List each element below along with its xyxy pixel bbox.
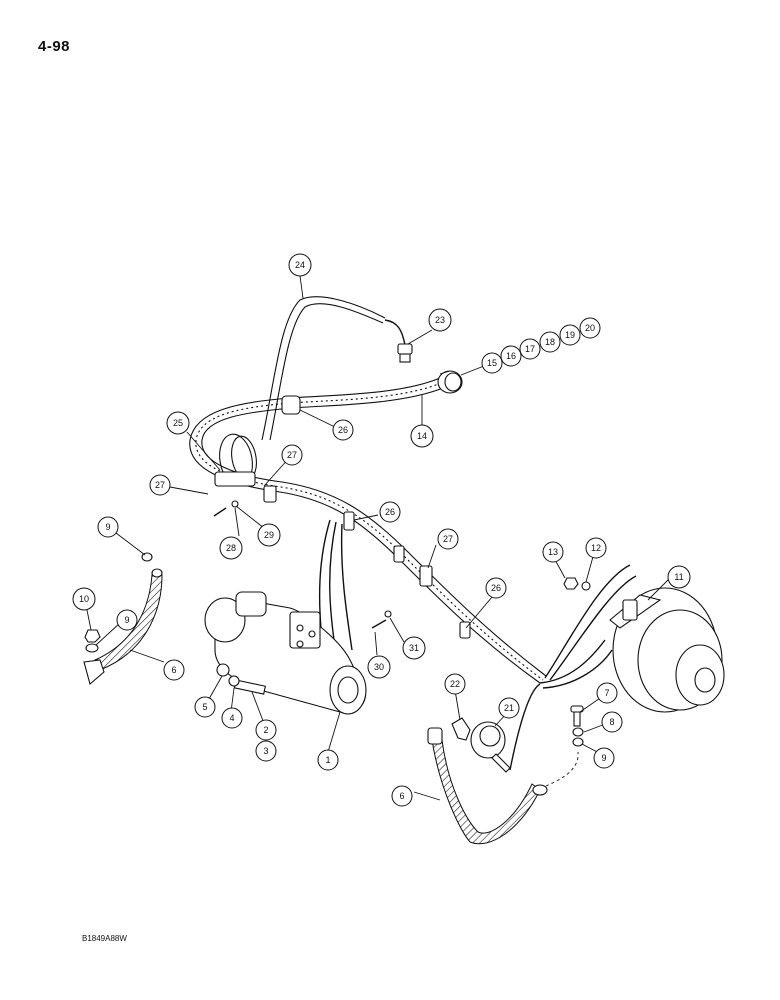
ground-strap-lower — [427, 727, 579, 845]
svg-text:20: 20 — [585, 323, 595, 333]
strap-hardware-left — [84, 552, 153, 653]
callout-27c: 27 — [437, 528, 459, 550]
callout-29: 29 — [257, 523, 281, 547]
harness-fasteners — [213, 500, 392, 629]
svg-text:29: 29 — [264, 530, 274, 540]
callout-28: 28 — [219, 536, 243, 560]
callout-13: 13 — [542, 541, 564, 563]
svg-text:19: 19 — [565, 330, 575, 340]
svg-text:27: 27 — [155, 480, 165, 490]
svg-text:7: 7 — [604, 688, 609, 698]
ground-strap-upper — [83, 568, 163, 685]
pressure-sender — [470, 683, 541, 773]
svg-text:25: 25 — [173, 418, 183, 428]
svg-text:9: 9 — [124, 615, 129, 625]
svg-text:11: 11 — [674, 572, 683, 582]
svg-text:21: 21 — [504, 703, 514, 713]
svg-text:24: 24 — [295, 260, 305, 270]
callout-27a: 27 — [281, 444, 303, 466]
svg-text:6: 6 — [171, 665, 176, 675]
svg-text:1: 1 — [325, 755, 330, 765]
drawing-code: B1849A88W — [82, 934, 127, 943]
harness-loop — [214, 433, 257, 487]
callout-4: 4 — [221, 707, 243, 729]
callout-10: 10 — [72, 587, 96, 611]
callout-7: 7 — [596, 682, 618, 704]
svg-text:2: 2 — [263, 725, 268, 735]
callout-8: 8 — [601, 711, 623, 733]
svg-text:3: 3 — [263, 746, 268, 756]
alternator — [609, 587, 725, 713]
harness-clips — [263, 395, 471, 639]
callout-16: 16 — [500, 345, 522, 367]
starter-bolt — [216, 663, 266, 695]
svg-text:12: 12 — [591, 543, 601, 553]
svg-text:27: 27 — [287, 450, 297, 460]
svg-text:14: 14 — [417, 431, 427, 441]
svg-text:18: 18 — [545, 337, 555, 347]
callout-25: 25 — [166, 411, 190, 435]
callout-27b: 27 — [149, 474, 171, 496]
callout-18: 18 — [539, 331, 561, 353]
svg-text:28: 28 — [226, 543, 236, 553]
callout-26a: 26 — [332, 419, 354, 441]
callout-9a: 9 — [97, 516, 119, 538]
sender-switch — [397, 343, 413, 363]
callout-21: 21 — [498, 697, 520, 719]
page-number: 4-98 — [38, 38, 71, 55]
svg-text:26: 26 — [338, 425, 348, 435]
callout-2: 2 — [255, 719, 277, 741]
callout-20: 20 — [579, 317, 601, 339]
alternator-hardware — [563, 577, 591, 747]
elbow-fitting — [451, 717, 471, 741]
svg-text:8: 8 — [609, 717, 614, 727]
svg-text:5: 5 — [202, 702, 207, 712]
harness-connector — [437, 370, 463, 394]
callout-12: 12 — [585, 537, 607, 559]
svg-text:15: 15 — [487, 358, 497, 368]
svg-text:27: 27 — [443, 534, 453, 544]
starter-motor — [204, 591, 367, 715]
svg-text:13: 13 — [548, 547, 558, 557]
callout-9b: 9 — [116, 609, 138, 631]
svg-text:26: 26 — [385, 507, 395, 517]
callout-5: 5 — [194, 696, 216, 718]
callout-23: 23 — [428, 308, 452, 332]
callout-11: 11 — [667, 565, 691, 589]
callout-17: 17 — [519, 338, 541, 360]
svg-text:30: 30 — [374, 662, 384, 672]
svg-text:9: 9 — [601, 753, 606, 763]
svg-text:6: 6 — [399, 791, 404, 801]
svg-text:26: 26 — [491, 583, 501, 593]
svg-text:23: 23 — [435, 315, 445, 325]
callout-15: 15 — [481, 352, 503, 374]
callout-26b: 26 — [379, 501, 401, 523]
svg-text:9: 9 — [105, 522, 110, 532]
callout-1: 1 — [317, 749, 339, 771]
callout-14: 14 — [410, 424, 434, 448]
callout-31: 31 — [402, 636, 426, 660]
svg-text:22: 22 — [450, 679, 460, 689]
leader-lines — [86, 275, 669, 801]
callout-30: 30 — [367, 655, 391, 679]
svg-text:10: 10 — [79, 594, 89, 604]
callout-24: 24 — [288, 253, 312, 277]
svg-text:4: 4 — [229, 713, 234, 723]
callout-6b: 6 — [391, 785, 413, 807]
callout-19: 19 — [559, 324, 581, 346]
callout-3: 3 — [255, 740, 277, 762]
callout-22: 22 — [444, 673, 466, 695]
callout-9c: 9 — [593, 747, 615, 769]
svg-text:31: 31 — [409, 643, 419, 653]
svg-text:17: 17 — [525, 344, 535, 354]
sender-wire — [261, 296, 406, 441]
callout-6a: 6 — [163, 659, 185, 681]
svg-text:16: 16 — [506, 351, 516, 361]
alternator-wires — [539, 564, 637, 689]
callout-26c: 26 — [485, 577, 507, 599]
